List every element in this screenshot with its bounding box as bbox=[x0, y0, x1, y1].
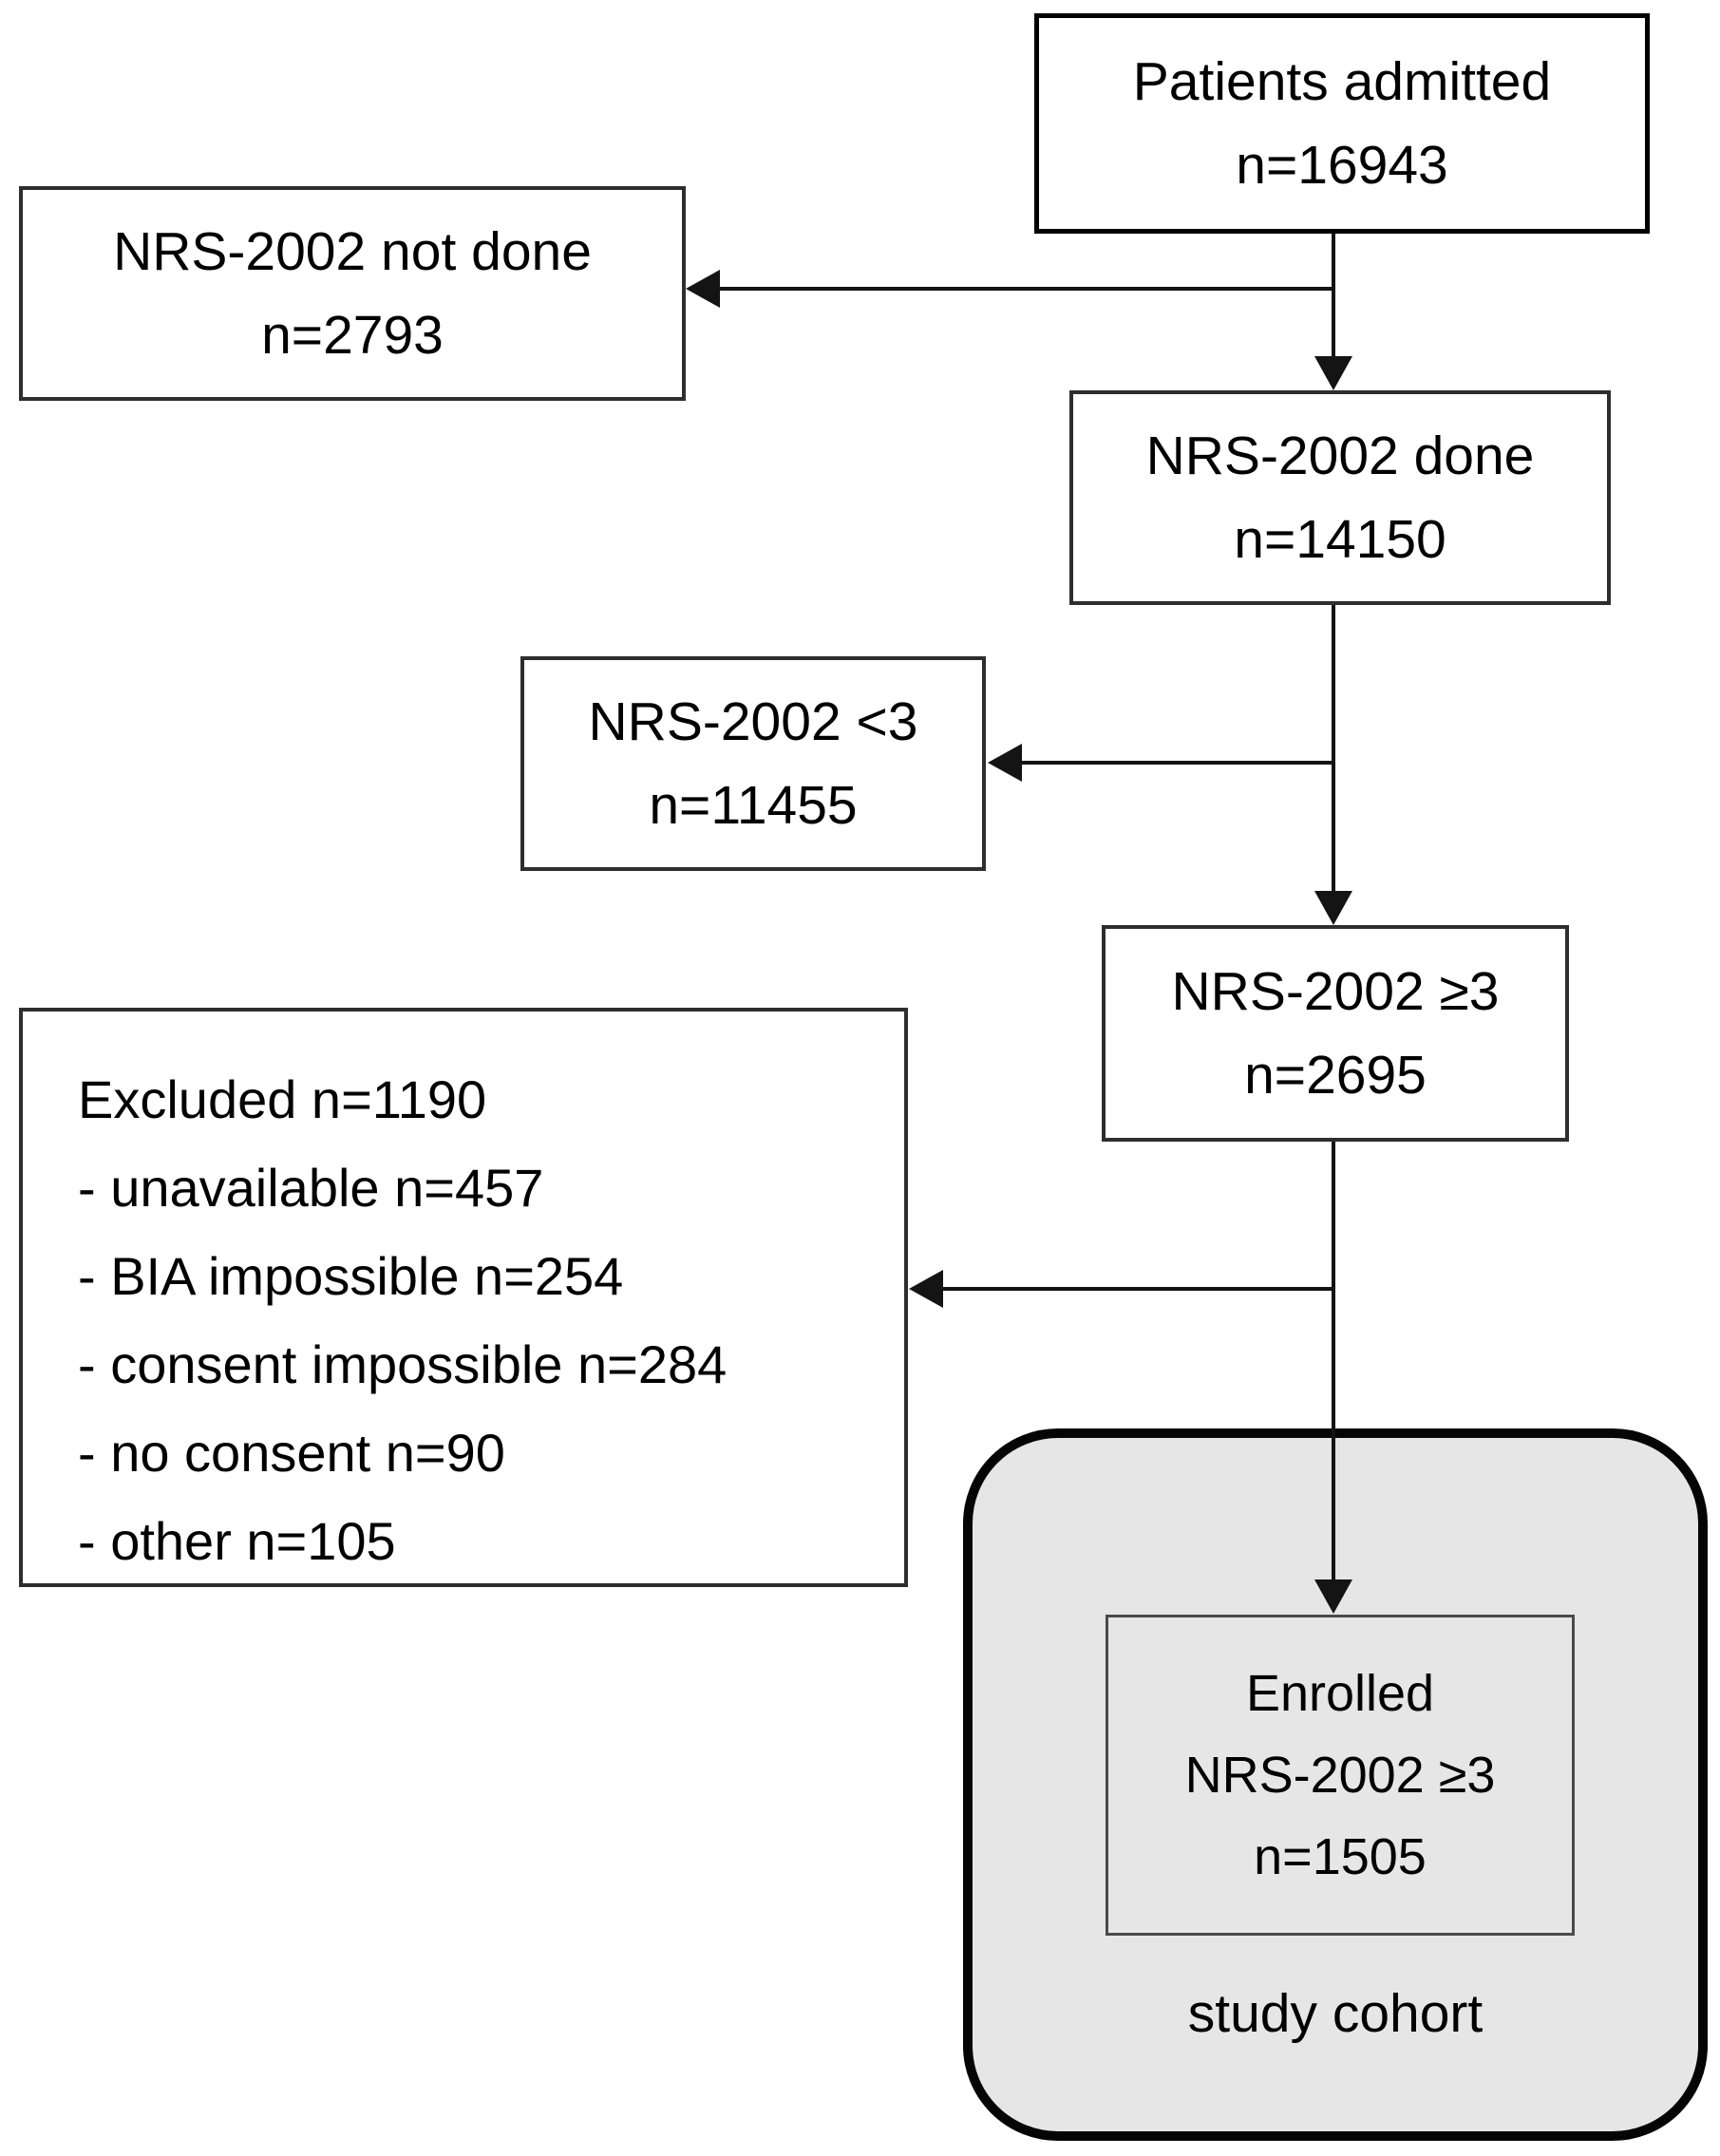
node-excluded-line: - no consent n=90 bbox=[78, 1423, 505, 1483]
node-nrs-lt3-line: NRS-2002 <3 bbox=[588, 691, 918, 752]
node-patients-admitted-line: n=16943 bbox=[1236, 135, 1448, 196]
arrowhead-into-done bbox=[1314, 356, 1352, 390]
study-cohort-group: Enrolled NRS-2002 ≥3 n=1505 study cohort bbox=[963, 1428, 1708, 2141]
node-excluded: Excluded n=1190 - unavailable n=457 - BI… bbox=[19, 1008, 908, 1587]
node-nrs-lt3-line: n=11455 bbox=[649, 775, 858, 836]
node-nrs-done: NRS-2002 done n=14150 bbox=[1069, 390, 1611, 605]
node-nrs-not-done-line: NRS-2002 not done bbox=[113, 221, 592, 282]
connector-to-excluded bbox=[926, 1287, 1335, 1291]
node-nrs-ge3-line: NRS-2002 ≥3 bbox=[1171, 961, 1500, 1022]
node-patients-admitted: Patients admitted n=16943 bbox=[1034, 13, 1650, 234]
connector-to-not-done bbox=[708, 287, 1335, 291]
arrowhead-into-lt3 bbox=[988, 744, 1022, 782]
arrowhead-into-not-done bbox=[686, 270, 720, 308]
arrowhead-into-ge3 bbox=[1314, 891, 1352, 925]
node-excluded-line: - consent impossible n=284 bbox=[78, 1334, 728, 1394]
node-nrs-lt3: NRS-2002 <3 n=11455 bbox=[520, 656, 986, 871]
node-excluded-line: Excluded n=1190 bbox=[78, 1069, 487, 1129]
node-nrs-ge3: NRS-2002 ≥3 n=2695 bbox=[1102, 925, 1569, 1142]
arrowhead-into-enrolled bbox=[1314, 1579, 1352, 1614]
connector-done-to-ge3 bbox=[1332, 605, 1335, 895]
study-cohort-label: study cohort bbox=[1187, 1983, 1484, 2044]
node-nrs-done-line: n=14150 bbox=[1234, 509, 1446, 570]
node-excluded-line: - other n=105 bbox=[78, 1511, 396, 1571]
node-nrs-ge3-line: n=2695 bbox=[1244, 1045, 1427, 1106]
node-nrs-not-done-line: n=2793 bbox=[261, 305, 444, 366]
connector-ge3-to-enrolled bbox=[1332, 1142, 1335, 1580]
node-excluded-line: - unavailable n=457 bbox=[78, 1158, 544, 1218]
node-enrolled-line: Enrolled bbox=[1245, 1665, 1435, 1722]
arrowhead-into-excluded bbox=[909, 1270, 943, 1308]
node-nrs-done-line: NRS-2002 done bbox=[1145, 426, 1535, 486]
node-patients-admitted-line: Patients admitted bbox=[1132, 51, 1552, 112]
connector-admitted-to-done bbox=[1332, 234, 1335, 359]
connector-to-lt3 bbox=[995, 761, 1335, 765]
node-enrolled: Enrolled NRS-2002 ≥3 n=1505 bbox=[1106, 1615, 1575, 1936]
node-excluded-line: - BIA impossible n=254 bbox=[78, 1246, 624, 1306]
node-enrolled-line: n=1505 bbox=[1254, 1828, 1427, 1885]
node-enrolled-line: NRS-2002 ≥3 bbox=[1184, 1747, 1496, 1804]
node-nrs-not-done: NRS-2002 not done n=2793 bbox=[19, 186, 686, 401]
